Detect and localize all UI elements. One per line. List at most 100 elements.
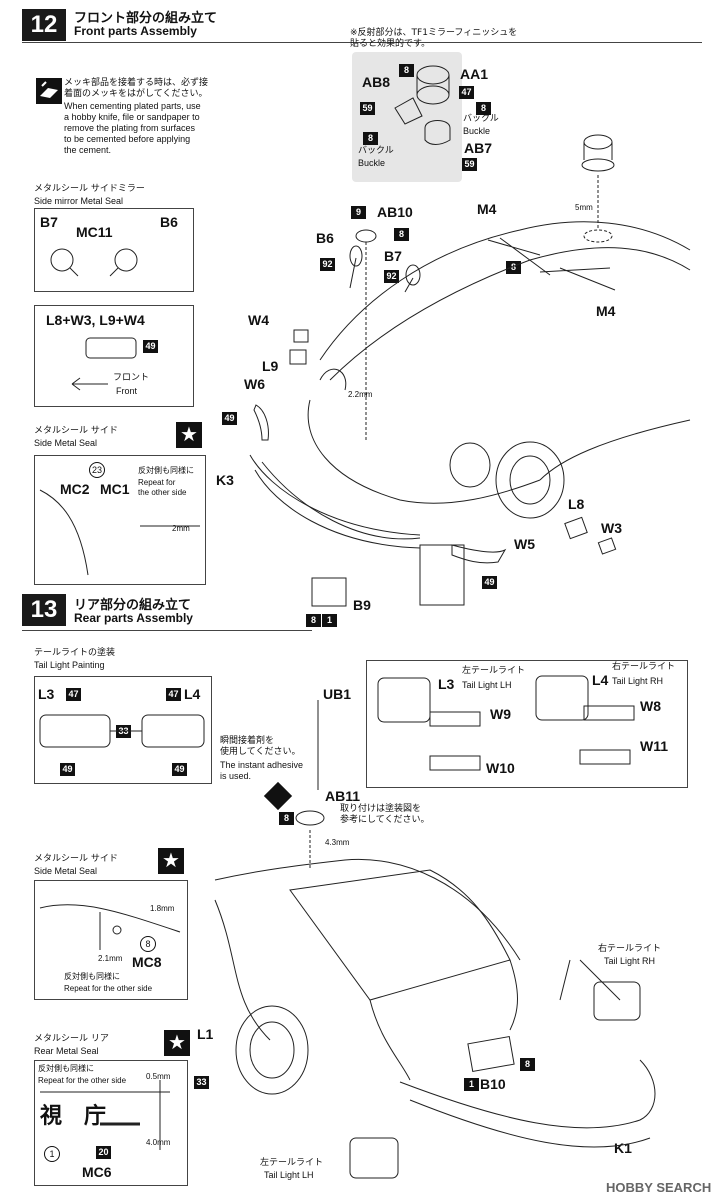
rear-seal-char-1: 視 bbox=[40, 1104, 63, 1129]
num-92b: 92 bbox=[384, 270, 399, 283]
light-num-59b: 59 bbox=[462, 158, 477, 171]
side-seal-dim: 2mm bbox=[172, 524, 190, 533]
mirror-mc11-label: MC11 bbox=[76, 224, 113, 240]
cement-icon bbox=[36, 78, 62, 104]
right-tail-en: Tail Light RH bbox=[604, 956, 656, 966]
side-seal13-circle-8: 8 bbox=[140, 936, 156, 952]
rear-seal-repeat-en: Repeat for the other side bbox=[38, 1076, 127, 1085]
ub1-label: UB1 bbox=[323, 686, 352, 702]
light-num-59a: 59 bbox=[360, 102, 375, 115]
rear-seal-dim-b: 4.0mm bbox=[146, 1138, 171, 1147]
attach-note-jp: 取り付けは塗装図を 参考にしてください。 bbox=[340, 804, 430, 825]
buckle-en-b: Buckle bbox=[358, 158, 386, 168]
num-8-m4: 8 bbox=[506, 261, 521, 274]
tail-box-w9: W9 bbox=[490, 706, 511, 722]
side-seal-mc2: MC2 bbox=[60, 481, 90, 497]
w6-label: W6 bbox=[244, 376, 265, 392]
num-8-ab10: 8 bbox=[394, 228, 409, 241]
num-8-ab11: 8 bbox=[279, 812, 294, 825]
left-tail-jp: 左テールライト bbox=[260, 1158, 324, 1168]
mirror-b7-label: B7 bbox=[40, 214, 58, 230]
side-seal-repeat-jp: 反対側も同様に bbox=[138, 466, 194, 475]
step-12-rule bbox=[22, 42, 702, 43]
b9-label: B9 bbox=[353, 597, 371, 613]
side-seal-box bbox=[34, 455, 206, 585]
tail-paint-47b: 47 bbox=[166, 688, 181, 701]
instant-adhesive-en: The instant adhesive is used. bbox=[220, 760, 304, 781]
light-num-8c: 8 bbox=[363, 132, 378, 145]
tail-paint-49b: 49 bbox=[172, 763, 187, 776]
dim-5mm: 5mm bbox=[575, 203, 593, 212]
w5-label: W5 bbox=[514, 536, 535, 552]
tail-light-box bbox=[366, 660, 688, 788]
side-mirror-seal-title-jp: メタルシール サイドミラー bbox=[34, 184, 145, 194]
side-seal-title-jp: メタルシール サイド bbox=[34, 426, 118, 436]
aa1-label: AA1 bbox=[460, 66, 489, 82]
step-13-title-en: Rear parts Assembly bbox=[74, 611, 193, 625]
tail-paint-l4: L4 bbox=[184, 686, 201, 702]
front-label-en: Front bbox=[116, 386, 138, 396]
num-49b: 49 bbox=[482, 576, 497, 589]
side-seal13-mc8: MC8 bbox=[132, 954, 162, 970]
watermark: HOBBY SEARCH bbox=[606, 1180, 712, 1195]
buckle-jp-b: バックル bbox=[358, 146, 394, 156]
buckle-en-a: Buckle bbox=[463, 126, 491, 136]
left-tail-en: Tail Light LH bbox=[264, 1170, 314, 1180]
b10-label: B10 bbox=[480, 1076, 506, 1092]
side-mirror-seal-box bbox=[34, 208, 194, 292]
tail-left-jp: 左テールライト bbox=[462, 666, 526, 676]
k3-label: K3 bbox=[216, 472, 234, 488]
buckle-jp-a: バックル bbox=[463, 114, 499, 124]
l9-label: L9 bbox=[262, 358, 279, 374]
m4-label-b: M4 bbox=[596, 303, 616, 319]
side-seal13-box bbox=[34, 880, 188, 1000]
rear-seal-num-20: 20 bbox=[96, 1146, 111, 1159]
b6-label: B6 bbox=[316, 230, 334, 246]
star-icon-rear: ★ bbox=[164, 1030, 190, 1056]
num-1-b9: 1 bbox=[322, 614, 337, 627]
side-seal-repeat-en: Repeat for the other side bbox=[138, 478, 187, 497]
ab11-label: AB11 bbox=[325, 788, 361, 804]
tail-left-en: Tail Light LH bbox=[462, 680, 512, 690]
tail-box-l4: L4 bbox=[592, 672, 609, 688]
step-13-rule bbox=[22, 630, 312, 631]
side-seal-circle-23: 23 bbox=[89, 462, 105, 478]
light-num-8a: 8 bbox=[399, 64, 414, 77]
tail-box-w10: W10 bbox=[486, 760, 515, 776]
side-seal13-repeat-en: Repeat for the other side bbox=[64, 984, 153, 993]
lens-box bbox=[34, 305, 194, 407]
front-label-jp: フロント bbox=[113, 373, 150, 383]
side-seal-title-en: Side Metal Seal bbox=[34, 438, 98, 448]
num-8-b9: 8 bbox=[306, 614, 321, 627]
rear-seal-circle-1: 1 bbox=[44, 1146, 60, 1162]
side-seal13-title-jp: メタルシール サイド bbox=[34, 854, 118, 864]
light-num-8b: 8 bbox=[476, 102, 491, 115]
tail-right-en: Tail Light RH bbox=[612, 676, 664, 686]
side-seal-mc1: MC1 bbox=[100, 481, 130, 497]
num-92a: 92 bbox=[320, 258, 335, 271]
ab10-label: AB10 bbox=[377, 204, 413, 220]
rear-seal-mc6: MC6 bbox=[82, 1164, 112, 1180]
right-tail-jp: 右テールライト bbox=[598, 944, 662, 954]
num-8-b10: 8 bbox=[520, 1058, 535, 1071]
side-seal13-dim-a: 1.8mm bbox=[150, 904, 175, 913]
lens-box-num: 49 bbox=[143, 340, 158, 353]
rear-seal-dim-a: 0.5mm bbox=[146, 1072, 171, 1081]
cement-note-jp: メッキ部品を接着する時は、必ず接 着面のメッキをはがしてください。 bbox=[64, 78, 209, 99]
num-9: 9 bbox=[351, 206, 366, 219]
instant-adhesive-jp: 瞬間接着剤を 使用してください。 bbox=[220, 736, 301, 757]
step-12-title-jp: フロント部分の組み立て bbox=[74, 11, 218, 26]
step-12-title-en: Front parts Assembly bbox=[74, 24, 197, 38]
num-1-b10: 1 bbox=[464, 1078, 479, 1091]
tail-box-w8: W8 bbox=[640, 698, 661, 714]
step-13-badge: 13 bbox=[22, 594, 66, 626]
step-13-title-jp: リア部分の組み立て bbox=[74, 598, 192, 613]
tail-paint-47a: 47 bbox=[66, 688, 81, 701]
rear-seal-title-en: Rear Metal Seal bbox=[34, 1046, 99, 1056]
light-num-47: 47 bbox=[459, 86, 474, 99]
ab7-label: AB7 bbox=[464, 140, 493, 156]
l1-label: L1 bbox=[197, 1026, 214, 1042]
tail-paint-l3: L3 bbox=[38, 686, 55, 702]
mirror-b6-label: B6 bbox=[160, 214, 178, 230]
